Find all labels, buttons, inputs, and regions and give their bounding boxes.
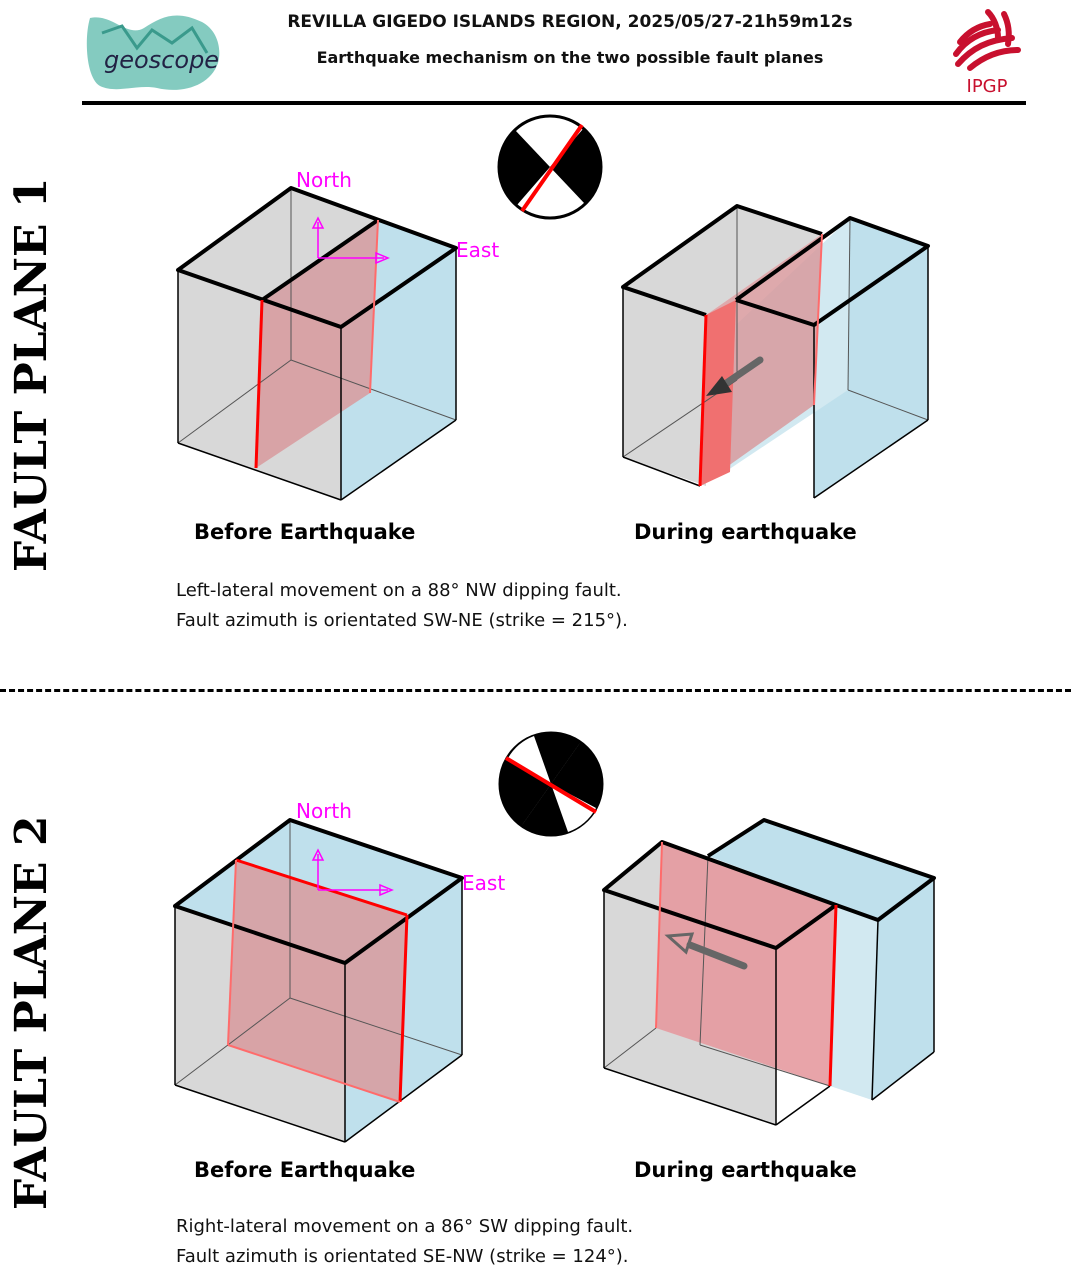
geoscope-logo: geoscope [82,8,227,96]
during-block-2 [602,818,936,1126]
during-caption-2: During earthquake [634,1158,857,1182]
geoscope-logo-text: geoscope [104,46,219,74]
ipgp-logo-text: IPGP [967,76,1008,96]
description-2-line-2: Fault azimuth is orientated SE-NW (strik… [176,1246,629,1267]
east-label-2: East [462,871,505,895]
during-caption-1: During earthquake [634,520,857,544]
before-caption-1: Before Earthquake [194,520,416,544]
header-rule [82,101,1026,105]
north-label-1: North [296,168,352,192]
before-caption-2: Before Earthquake [194,1158,416,1182]
east-label-1: East [456,238,499,262]
ipgp-logo: IPGP [948,4,1026,97]
north-label-2: North [296,799,352,823]
description-2-line-1: Right-lateral movement on a 86° SW dippi… [176,1216,634,1237]
fault-plane-1-diagram: North East [176,114,930,501]
description-2: Right-lateral movement on a 86° SW dippi… [176,1212,633,1272]
before-block-1: North East [176,168,499,501]
during-block-1 [621,204,930,499]
section-divider [0,689,1071,692]
page-subtitle: Earthquake mechanism on the two possible… [316,48,824,67]
before-block-2: North East [173,799,505,1143]
page-title: REVILLA GIGEDO ISLANDS REGION, 2025/05/2… [287,12,853,32]
description-1-line-2: Fault azimuth is orientated SW-NE (strik… [176,610,628,631]
beachball-2 [498,731,604,837]
fault-plane-2-diagram: North East [173,731,936,1143]
description-1: Left-lateral movement on a 88° NW dippin… [176,576,628,636]
beachball-1 [497,114,603,220]
description-1-line-1: Left-lateral movement on a 88° NW dippin… [176,580,622,601]
